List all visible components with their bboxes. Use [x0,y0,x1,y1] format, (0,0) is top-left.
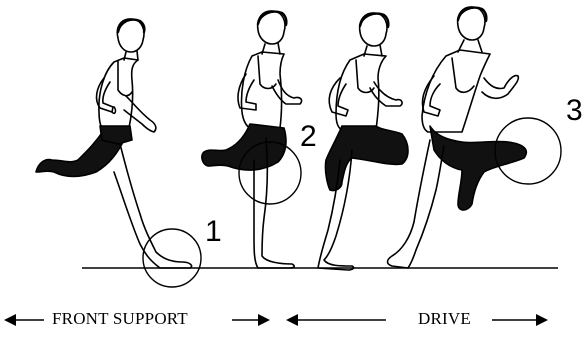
drive-arrow [286,314,548,326]
phase-label-front-support: FRONT SUPPORT [52,309,188,329]
support-circle-1 [143,229,201,287]
marker-number-1: 1 [205,215,222,249]
marker-number-3: 3 [566,94,583,128]
runner-figure-3 [318,13,408,270]
phase-label-drive: DRIVE [418,309,471,329]
runner-figure-1 [36,19,192,268]
runner-figure-4 [388,7,527,268]
marker-number-2: 2 [300,120,317,154]
